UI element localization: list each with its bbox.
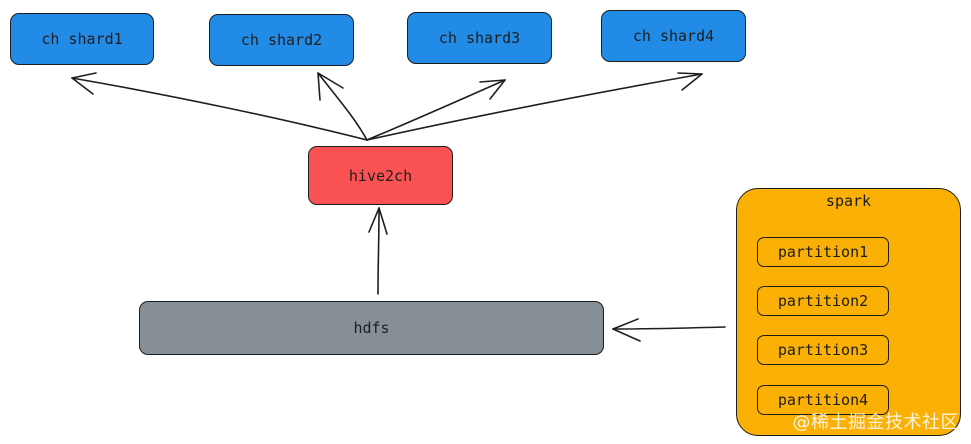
partition2-label: partition2 bbox=[777, 292, 869, 310]
partition2-node: partition2 bbox=[757, 286, 889, 316]
hive2ch-node: hive2ch bbox=[308, 146, 453, 205]
partition1-node: partition1 bbox=[757, 237, 889, 267]
spark-title: spark bbox=[825, 192, 872, 210]
ch-shard3-node: ch shard3 bbox=[407, 12, 552, 64]
arrow-hdfs-to-hive2ch bbox=[368, 207, 388, 295]
ch-shard1-node: ch shard1 bbox=[10, 13, 154, 65]
hdfs-node: hdfs bbox=[139, 301, 604, 355]
hdfs-label: hdfs bbox=[353, 319, 390, 337]
partition4-node: partition4 bbox=[757, 385, 889, 415]
ch-shard3-label: ch shard3 bbox=[438, 29, 521, 47]
partition1-label: partition1 bbox=[777, 243, 869, 261]
ch-shard4-node: ch shard4 bbox=[601, 10, 746, 62]
ch-shard2-label: ch shard2 bbox=[240, 31, 323, 49]
ch-shard4-label: ch shard4 bbox=[632, 27, 715, 45]
partition4-label: partition4 bbox=[777, 391, 869, 409]
ch-shard2-node: ch shard2 bbox=[209, 14, 354, 66]
partition3-node: partition3 bbox=[757, 335, 889, 365]
arrow-hive2ch-to-shard4 bbox=[366, 72, 703, 141]
arrow-hive2ch-to-shard2 bbox=[317, 72, 368, 141]
hive2ch-label: hive2ch bbox=[348, 166, 413, 185]
arrow-hive2ch-to-shard3 bbox=[366, 79, 506, 141]
arrow-spark-to-hdfs bbox=[612, 318, 726, 342]
ch-shard1-label: ch shard1 bbox=[41, 30, 123, 48]
spark-container: spark partition1 partition2 partition3 p… bbox=[736, 188, 961, 436]
arrow-hive2ch-to-shard1 bbox=[71, 72, 368, 141]
watermark-text: @稀土掘金技术社区 bbox=[792, 412, 959, 433]
partition3-label: partition3 bbox=[777, 341, 869, 359]
